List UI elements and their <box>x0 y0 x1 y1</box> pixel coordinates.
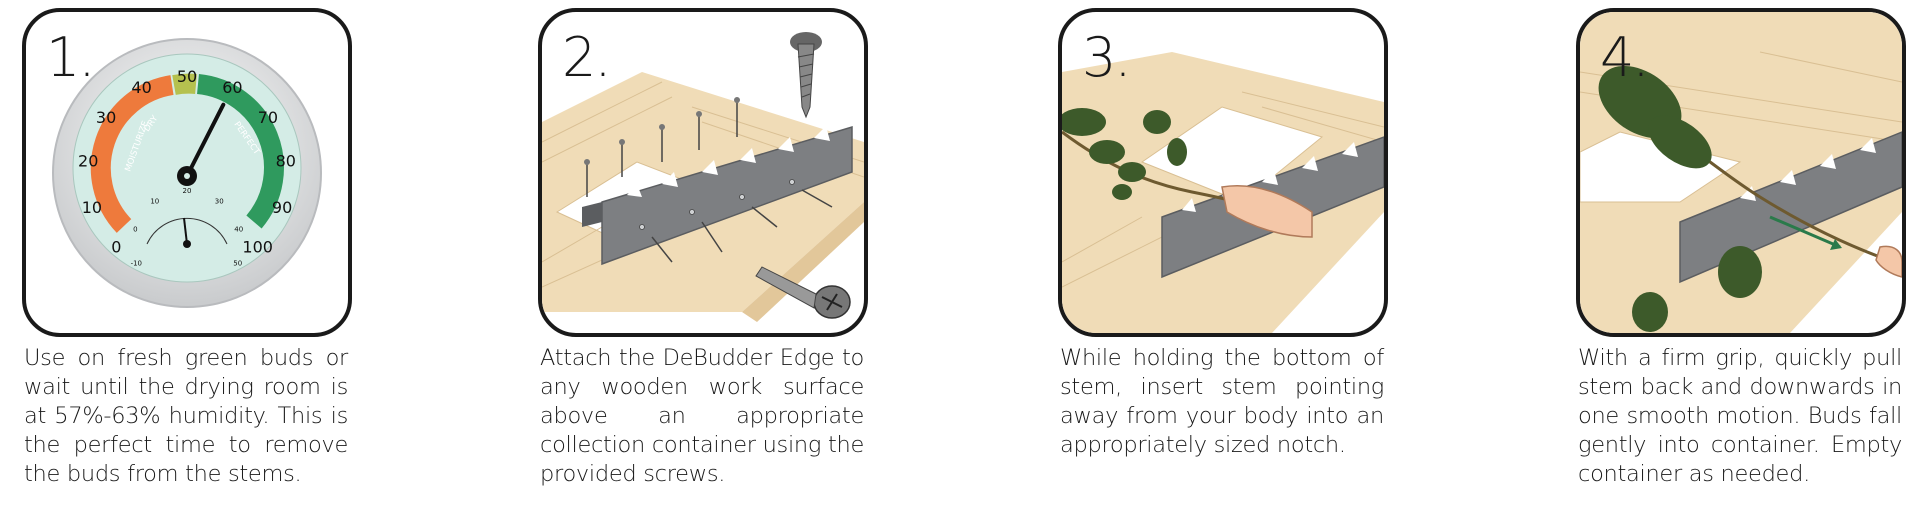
debudder-notches <box>1740 138 1876 201</box>
step-1-number: 1. <box>46 26 96 89</box>
temp-tick-label: 40 <box>234 226 243 234</box>
needle-hub-center <box>184 173 190 179</box>
step-3-caption: While holding the bottom of stem, insert… <box>1060 345 1384 458</box>
step-2-panel: 2. <box>538 8 868 337</box>
temp-tick-label: 20 <box>183 187 192 195</box>
collection-opening <box>1140 106 1324 203</box>
hand-icon <box>1875 245 1902 278</box>
temp-tick-label: 10 <box>150 198 159 206</box>
pull-arrow-icon <box>1769 215 1842 250</box>
debudder-notches <box>627 126 830 197</box>
mounting-illustration <box>542 32 864 322</box>
debudder-edge <box>601 125 853 266</box>
temp-tick-label: 50 <box>233 260 242 268</box>
temp-ticks: -10 0 10 20 30 40 50 <box>131 187 244 268</box>
step-4-panel: 4. <box>1576 8 1906 337</box>
temp-needle <box>183 217 188 245</box>
gauge-tick-label: 90 <box>272 198 292 217</box>
gauge-tick-label: 100 <box>242 238 273 257</box>
gauge-tick-label: 40 <box>131 78 151 97</box>
temp-needle-hub <box>183 240 191 248</box>
gauge-tick-label: 10 <box>82 198 102 217</box>
gauge-tick-label: 30 <box>96 108 116 127</box>
temp-tick-label: 0 <box>133 226 137 234</box>
temp-arc <box>146 217 228 245</box>
step-2-number: 2. <box>562 26 612 89</box>
humidity-needle <box>185 102 226 178</box>
gauge-tick-label: 0 <box>111 238 121 257</box>
edge-holes <box>639 179 795 230</box>
step-1-caption: Use on fresh green buds or wait until th… <box>24 345 348 487</box>
pull-stem-illustration <box>1580 12 1902 333</box>
screws <box>586 100 833 263</box>
step-4: 4. <box>1576 0 1906 523</box>
gauge-tick-label: 50 <box>177 67 197 86</box>
bud-clusters <box>1062 108 1187 200</box>
large-screw-icon <box>790 32 822 119</box>
gauge-tick-label: 60 <box>222 78 242 97</box>
perfect-arc <box>196 74 284 229</box>
wood-edge <box>742 202 864 322</box>
gauge-tick-label: 80 <box>276 151 296 170</box>
optimal-arc <box>172 73 197 95</box>
step-3: 3. While holding the <box>1058 0 1388 523</box>
step-2-caption: Attach the DeBudder Edge to any wooden w… <box>540 345 864 487</box>
temp-tick-label: -10 <box>131 260 142 268</box>
dry-arc <box>90 75 174 233</box>
step-4-caption: With a firm grip, quickly pull stem back… <box>1578 345 1902 487</box>
edge-flange <box>582 202 602 227</box>
step-3-panel: 3. <box>1058 8 1388 337</box>
collection-opening <box>1580 131 1742 203</box>
step-2: 2. <box>538 0 868 523</box>
gauge-tick-label: 70 <box>258 108 278 127</box>
screw-heads <box>584 97 740 165</box>
bud-clusters <box>1598 65 1762 332</box>
step-3-number: 3. <box>1082 26 1132 89</box>
gauge-tick-label: 20 <box>78 151 98 170</box>
insert-stem-illustration <box>1062 52 1384 333</box>
temp-tick-label: 30 <box>215 198 224 206</box>
large-screw-side-icon <box>755 266 851 319</box>
hand-icon <box>1221 185 1313 238</box>
step-4-number: 4. <box>1600 26 1650 89</box>
